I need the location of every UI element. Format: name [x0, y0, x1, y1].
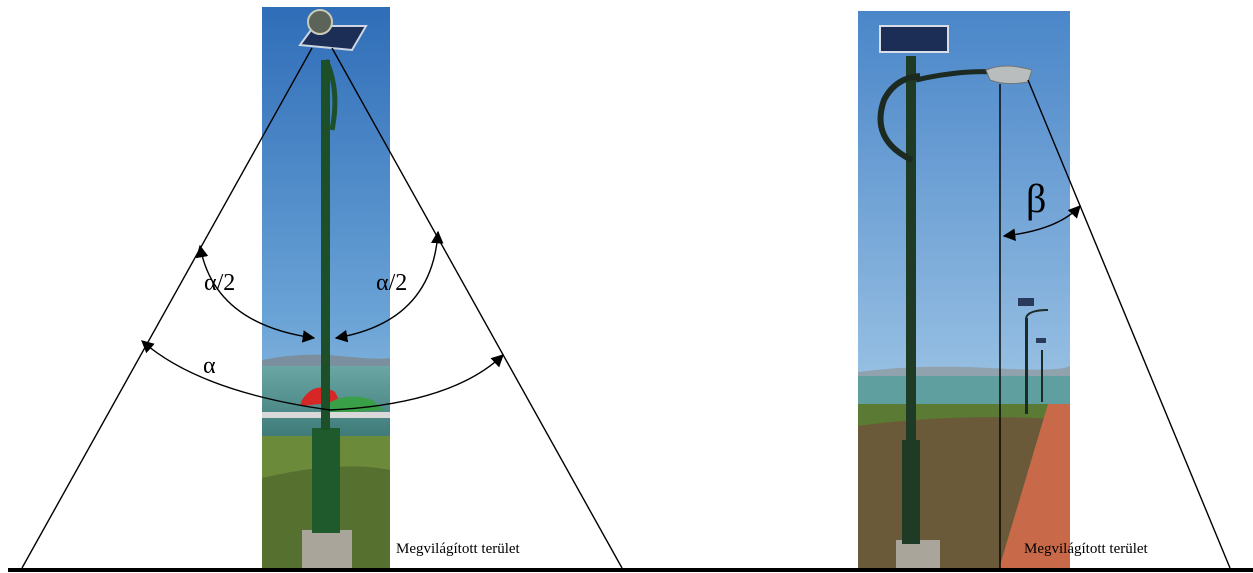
full-angle-label: α [203, 353, 216, 379]
right-lamp-photo [858, 11, 1070, 572]
right-light-cone [999, 79, 1231, 569]
illuminated-area-label-left: Megvilágított terület [396, 541, 521, 557]
lamp-head [307, 9, 333, 35]
left-light-cone [21, 47, 623, 569]
half-angle-label-left: α/2 [204, 270, 235, 296]
tilt-angle-arc [1002, 205, 1081, 242]
half-angle-label-right: α/2 [376, 270, 407, 296]
pole [321, 60, 330, 430]
pole-base [312, 428, 340, 533]
tilted-beam-line [1027, 79, 1231, 569]
half-angle-arc-left [195, 244, 316, 343]
solar-panel [879, 25, 949, 53]
pole [906, 56, 916, 542]
cone-edge-right [331, 47, 623, 569]
tilt-angle-label: β [1026, 176, 1046, 221]
lamp-head [985, 65, 1033, 85]
walkway [998, 404, 1070, 572]
full-angle-arc [141, 340, 504, 411]
half-angle-arc-right [334, 230, 444, 343]
cone-edge-left [21, 47, 313, 569]
illuminated-area-label-right: Megvilágított terület [1024, 541, 1149, 557]
left-lamp-photo [262, 7, 390, 572]
